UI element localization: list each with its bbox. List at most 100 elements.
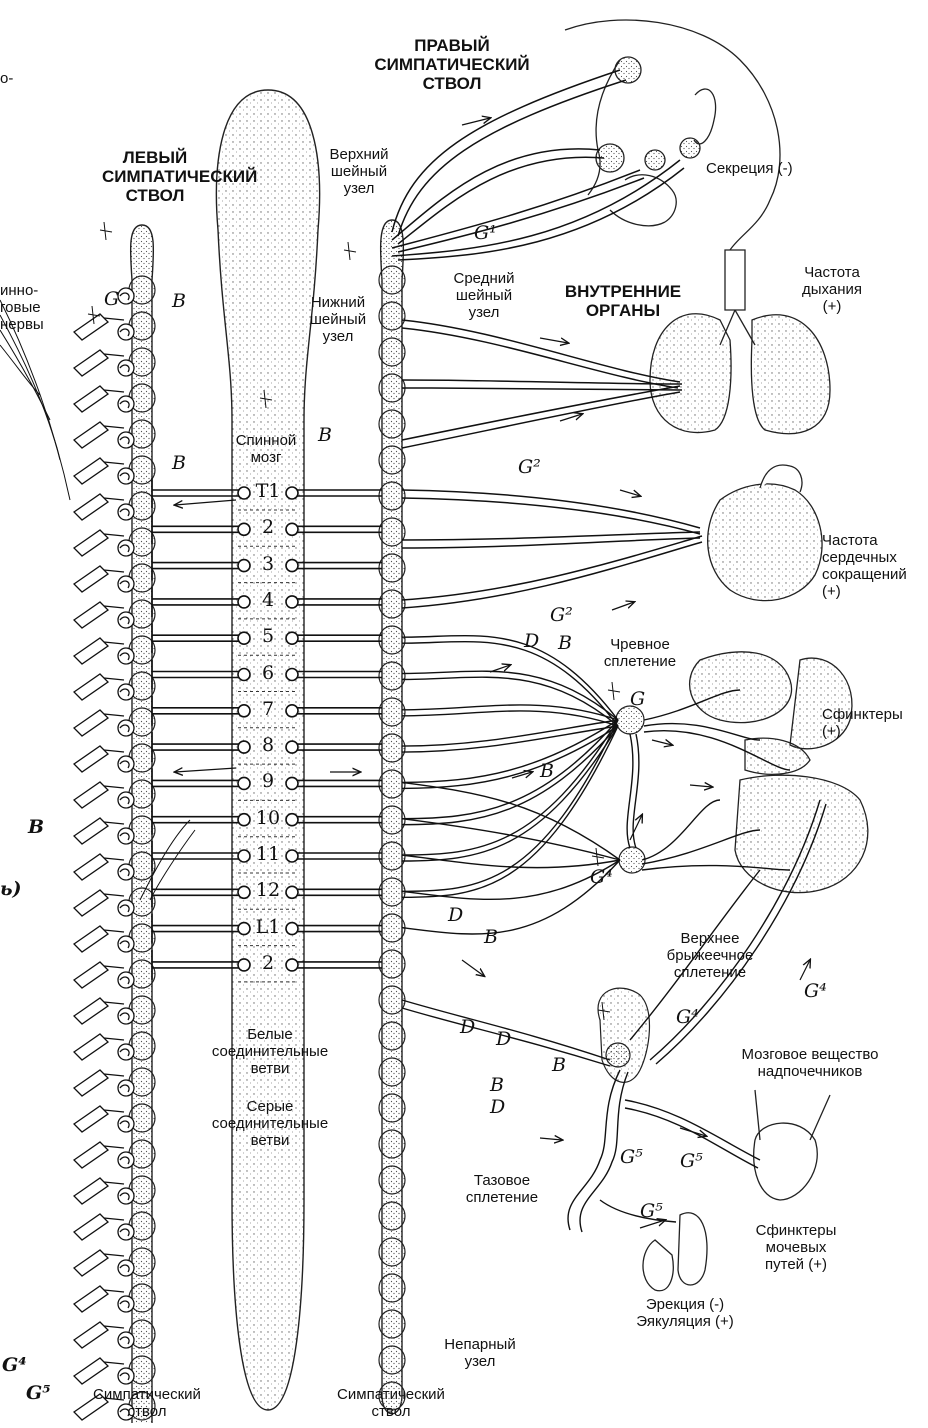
adrenal-line2: надпочечников	[712, 1063, 908, 1080]
mesenteric-nerve	[402, 855, 620, 868]
spinal-level-label: 7	[248, 699, 288, 719]
bottom-right-line2: ствол	[326, 1403, 456, 1420]
spinal-nerve-stub	[74, 458, 124, 484]
mark-g-left: G	[104, 288, 119, 310]
white-rami-line1: Белые	[204, 1026, 336, 1043]
gray-rami-line1: Серые	[204, 1098, 336, 1115]
right-trunk-bump	[379, 1310, 405, 1338]
adrenal-line1: Мозговое вещество	[712, 1046, 908, 1063]
mesenteric-ganglion	[619, 847, 645, 873]
heart-drawing	[708, 465, 822, 601]
spinal-nerve-stub	[74, 1322, 124, 1348]
splanchnic-nerve	[402, 726, 618, 861]
spinal-level-label: 8	[248, 735, 288, 755]
right-trunk-bump	[379, 1094, 405, 1122]
mark-g2-upper: G²	[518, 456, 541, 478]
right-trunk-bump	[379, 446, 405, 474]
mark-d-mid: D	[448, 904, 463, 926]
edge-mark-paren: ь)	[0, 878, 22, 900]
pelvic-line1: Тазовое	[460, 1172, 544, 1189]
secretion-text: Секреция (-)	[706, 160, 793, 177]
mark-b-cord: B	[318, 424, 332, 446]
heart-rate-line3: сокращений	[822, 566, 907, 583]
spinal-nerve-stub	[74, 926, 124, 952]
spinal-nerve-stub	[74, 530, 124, 556]
unpaired-line1: Непарный	[440, 1336, 520, 1353]
urinary-line2: мочевых	[746, 1239, 846, 1256]
spinal-nerve-stub	[74, 1106, 124, 1132]
inferior-ganglion-line3: узел	[296, 328, 380, 345]
mark-b-mid: B	[172, 452, 186, 474]
urinary-line3: путей (+)	[746, 1256, 846, 1273]
unpaired-ganglion-label: Непарный узел	[440, 1336, 520, 1370]
white-rami-line2: соединительные	[204, 1043, 336, 1060]
mesenteric-line1: Верхнее	[654, 930, 766, 947]
mark-d-lower2: D	[496, 1028, 511, 1050]
pelvic-plexus-label: Тазовое сплетение	[460, 1172, 544, 1206]
right-trunk-bump	[379, 554, 405, 582]
left-trunk-title: ЛЕВЫЙ СИМПАТИЧЕСКИЙ СТВОЛ	[102, 148, 208, 205]
organs-title-line1: ВНУТРЕННИЕ	[548, 282, 698, 301]
white-rami-line3: ветви	[204, 1060, 336, 1077]
right-trunk-bump	[379, 482, 405, 510]
bottom-left-line1: Симпатический	[82, 1386, 212, 1403]
spinal-level-label: 9	[248, 771, 288, 791]
top-left-partial-label: о-	[0, 70, 13, 87]
splanchnic-nerve	[402, 636, 618, 720]
spinal-level-label: 3	[248, 554, 288, 574]
right-trunk-title-line2: СИМПАТИЧЕСКИЙ	[360, 55, 544, 74]
spinal-nerve-stub	[74, 818, 124, 844]
spinal-level-label: 5	[248, 626, 288, 646]
spinal-level-label: L1	[248, 917, 288, 937]
heart-rate-line1: Частота	[822, 532, 907, 549]
erection-line1: Эрекция (-)	[610, 1296, 760, 1313]
visceral-branch	[644, 724, 760, 740]
breath-rate-label: Частота дыхания (+)	[782, 264, 882, 315]
erection-label: Эрекция (-) Эякуляция (+)	[610, 1296, 760, 1330]
mark-g4-upper: G⁴	[590, 866, 613, 888]
spinal-nerve-stub	[74, 674, 124, 700]
heart-rate-line4: (+)	[822, 583, 907, 600]
right-trunk-bump	[379, 878, 405, 906]
spinal-nerve-stub	[74, 746, 124, 772]
spinal-level-label: 12	[248, 880, 288, 900]
spinal-nerve-stub	[74, 602, 124, 628]
right-trunk-bump	[379, 734, 405, 762]
mark-b-abd: B	[540, 760, 554, 782]
spinal-nerve-stub	[74, 638, 124, 664]
right-trunk-bump	[379, 1130, 405, 1158]
visceral-branch	[642, 800, 720, 860]
mark-d-upper: D	[524, 630, 539, 652]
mark-g4-right: G⁴	[804, 980, 827, 1002]
mark-b-upper: B	[558, 632, 572, 654]
erection-line2: Эякуляция (+)	[610, 1313, 760, 1330]
spinal-nerve-stub	[74, 1286, 124, 1312]
bottom-right-line1: Симпатический	[326, 1386, 456, 1403]
gray-rami-label: Серые соединительные ветви	[204, 1098, 336, 1149]
spinal-nerve-stub	[74, 1250, 124, 1276]
right-trunk-bump	[379, 698, 405, 726]
superior-cervical-ganglion-label: Верхний шейный узел	[314, 146, 404, 197]
mark-g2-lower: G²	[550, 604, 573, 626]
right-trunk-bump	[379, 1022, 405, 1050]
organs-title: ВНУТРЕННИЕ ОРГАНЫ	[548, 282, 698, 320]
celiac-ganglion	[616, 706, 644, 734]
spinal-nerve-stub	[74, 1070, 124, 1096]
top-left-partial-text: о-	[0, 70, 13, 87]
right-trunk-bump	[379, 410, 405, 438]
spinal-nerve-stub	[74, 1358, 124, 1384]
right-trunk-bump	[379, 1274, 405, 1302]
spinal-nerve-stub	[74, 998, 124, 1024]
mark-g4-mid: G⁴	[676, 1006, 699, 1028]
mark-b-left: B	[172, 290, 186, 312]
celiac-line2: сплетение	[590, 653, 690, 670]
mark-g-celiac: G	[630, 688, 645, 710]
spinal-nerve-stub	[74, 566, 124, 592]
celiac-line1: Чревное	[590, 636, 690, 653]
spinal-nerve-stub	[74, 1034, 124, 1060]
right-trunk-bump	[379, 986, 405, 1014]
plexus-link	[627, 734, 633, 848]
right-trunk-bump	[379, 770, 405, 798]
